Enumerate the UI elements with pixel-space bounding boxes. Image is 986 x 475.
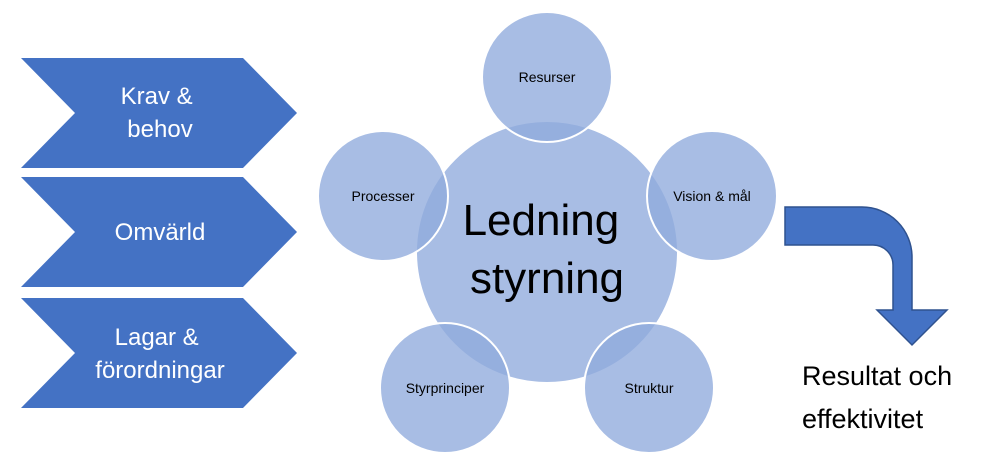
- satellite-label-processer: Processer: [351, 188, 414, 204]
- input-chevrons: Krav & behov Omvärld Lagar & förordninga…: [21, 58, 297, 408]
- result-line-1: Resultat och: [802, 361, 952, 391]
- chevron-shape: [21, 177, 297, 287]
- svg-text:Krav & behov: Krav & behov: [121, 83, 200, 143]
- svg-text:Lagar & förordningar: Lagar & förordningar: [95, 324, 224, 384]
- svg-text:Resultat och effektivitet: Resultat och effektivitet: [802, 361, 960, 434]
- chevron-lagar-line-2: förordningar: [95, 357, 224, 384]
- result-arrow: [784, 206, 949, 347]
- satellite-circle-resurser: [481, 11, 613, 143]
- center-label-line-1: Ledning: [463, 196, 620, 245]
- satellite-label-styrprinciper: Styrprinciper: [406, 380, 485, 396]
- chevron-shape: [21, 58, 297, 168]
- svg-text:Omvärld: Omvärld: [115, 219, 206, 246]
- satellite-label-resurser: Resurser: [519, 69, 576, 85]
- chevron-lagar-line-1: Lagar &: [115, 324, 199, 351]
- result-line-2: effektivitet: [802, 404, 924, 434]
- satellite-label-vision-mal: Vision & mål: [673, 188, 751, 204]
- satellite-label-struktur: Struktur: [624, 380, 673, 396]
- chevron-lagar-forordningar: Lagar & förordningar: [21, 298, 297, 408]
- chevron-shape: [21, 298, 297, 408]
- satellite-circle-processer: [317, 130, 449, 262]
- satellite-circle-struktur: [583, 322, 715, 454]
- circle-cluster: Ledning styrning Resurser Vision & mål S…: [317, 11, 778, 454]
- satellite-circle-styrprinciper: [379, 322, 511, 454]
- chevron-krav-behov-line-2: behov: [127, 116, 192, 143]
- chevron-krav-behov: Krav & behov: [21, 58, 297, 168]
- svg-text:Ledning styrning: Ledning styrning: [463, 196, 632, 303]
- chevron-omvarld-line-1: Omvärld: [115, 219, 206, 246]
- center-label-line-2: styrning: [470, 254, 624, 303]
- satellite-circle-vision-mal: [646, 130, 778, 262]
- chevron-omvarld: Omvärld: [21, 177, 297, 287]
- chevron-krav-behov-line-1: Krav &: [121, 83, 193, 110]
